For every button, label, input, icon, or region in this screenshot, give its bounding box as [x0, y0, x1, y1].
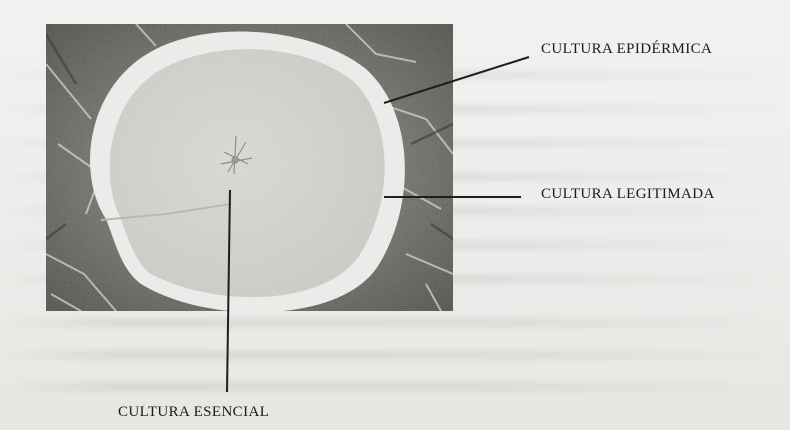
leader-line-esencial: [227, 190, 230, 392]
label-cultura-esencial: CULTURA ESENCIAL: [118, 404, 269, 421]
label-cultura-legitimada: CULTURA LEGITIMADA: [541, 186, 715, 203]
leader-line-epidermica: [384, 57, 529, 103]
label-cultura-epidermica: CULTURA EPIDÉRMICA: [541, 41, 712, 58]
